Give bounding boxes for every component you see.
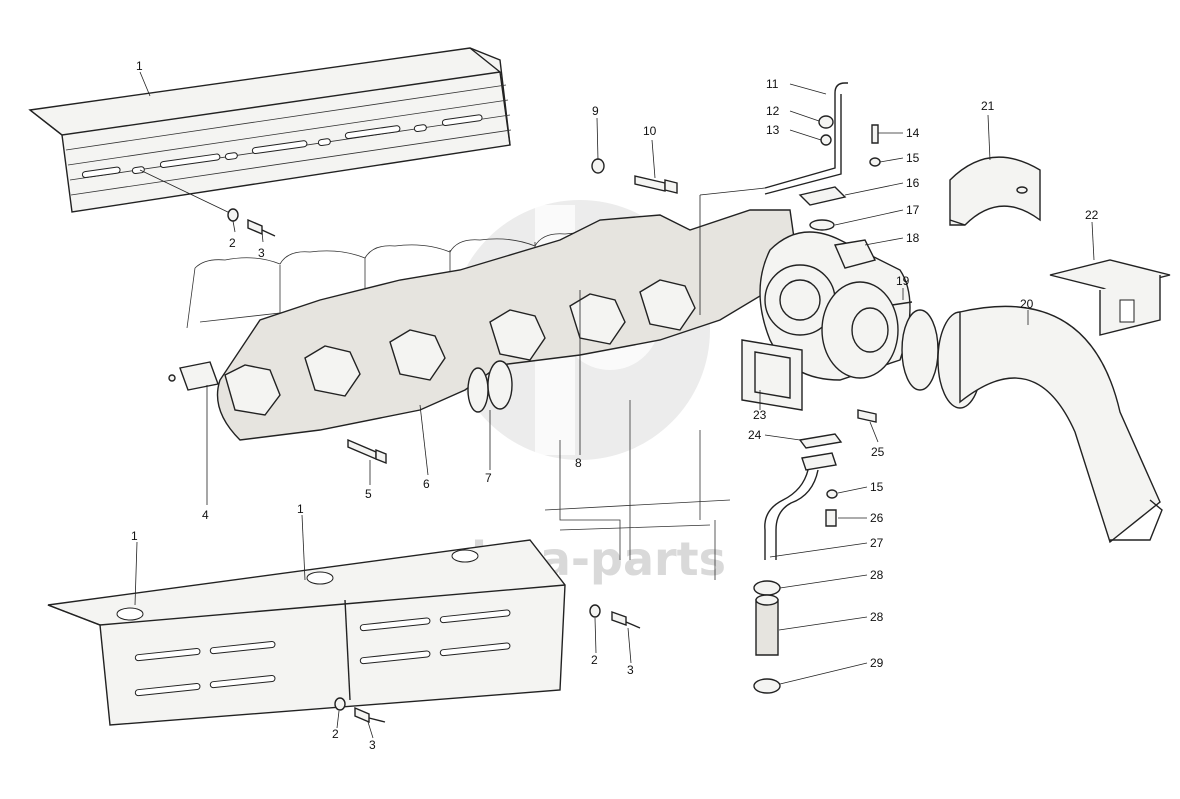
- callout-1a: 1: [136, 59, 143, 73]
- callout-22: 22: [1085, 208, 1099, 222]
- callout-5: 5: [365, 487, 372, 501]
- callout-15b: 15: [870, 480, 884, 494]
- callout-28a: 28: [870, 568, 884, 582]
- callout-1b: 1: [131, 529, 138, 543]
- callout-21: 21: [981, 99, 995, 113]
- bolt-5: [347, 438, 387, 465]
- washer-bolt-bottom: [334, 604, 641, 724]
- heat-shield-bottom: [47, 539, 566, 726]
- exhaust-manifold: [168, 209, 801, 441]
- callout-3c: 3: [369, 738, 376, 752]
- callout-25: 25: [871, 445, 885, 459]
- callout-26: 26: [870, 511, 884, 525]
- callout-2b: 2: [591, 653, 598, 667]
- bracket-22: [1049, 259, 1171, 336]
- callout-2c: 2: [332, 727, 339, 741]
- callout-20: 20: [1020, 297, 1034, 311]
- callout-18: 18: [906, 231, 920, 245]
- callout-29: 28: [870, 610, 884, 624]
- callout-4: 4: [202, 508, 209, 522]
- callout-27: 27: [870, 536, 884, 550]
- callout-23: 23: [753, 408, 767, 422]
- callout-8: 8: [575, 456, 582, 470]
- callout-15a: 15: [906, 151, 920, 165]
- leader-lines: [134, 71, 1095, 739]
- callout-24: 24: [748, 428, 762, 442]
- heat-shield-21: [949, 156, 1041, 226]
- turbocharger: [741, 231, 911, 411]
- callout-3a: 3: [258, 246, 265, 260]
- callout-19: 19: [896, 274, 910, 288]
- callout-17: 17: [906, 203, 920, 217]
- callout-7: 7: [485, 471, 492, 485]
- callout-2a: 2: [229, 236, 236, 250]
- hose-clamps-hose: [753, 580, 781, 694]
- callout-3b: 3: [627, 663, 634, 677]
- callout-9: 9: [592, 104, 599, 118]
- washer-bolt-9-10: [591, 158, 678, 194]
- callout-1c: 1: [297, 502, 304, 516]
- return-pipe-27: [764, 452, 838, 560]
- callout-28b: 29: [870, 656, 884, 670]
- exhaust-elbow: [901, 305, 1163, 544]
- gasket-bolt-24-25: [798, 409, 877, 449]
- callout-12: 12: [766, 104, 780, 118]
- callout-10: 10: [643, 124, 657, 138]
- callout-13: 13: [766, 123, 780, 137]
- callout-16: 16: [906, 176, 920, 190]
- callout-14: 14: [906, 126, 920, 140]
- callout-6: 6: [423, 477, 430, 491]
- oil-pipe-11: [764, 82, 881, 231]
- callout-11: 11: [766, 77, 779, 91]
- heat-shield-top: [28, 47, 512, 213]
- callout-labels: 1 1 1 2 2 2 3 3 3 4 5 6 7 8 9 10 11 12 1…: [131, 59, 1099, 752]
